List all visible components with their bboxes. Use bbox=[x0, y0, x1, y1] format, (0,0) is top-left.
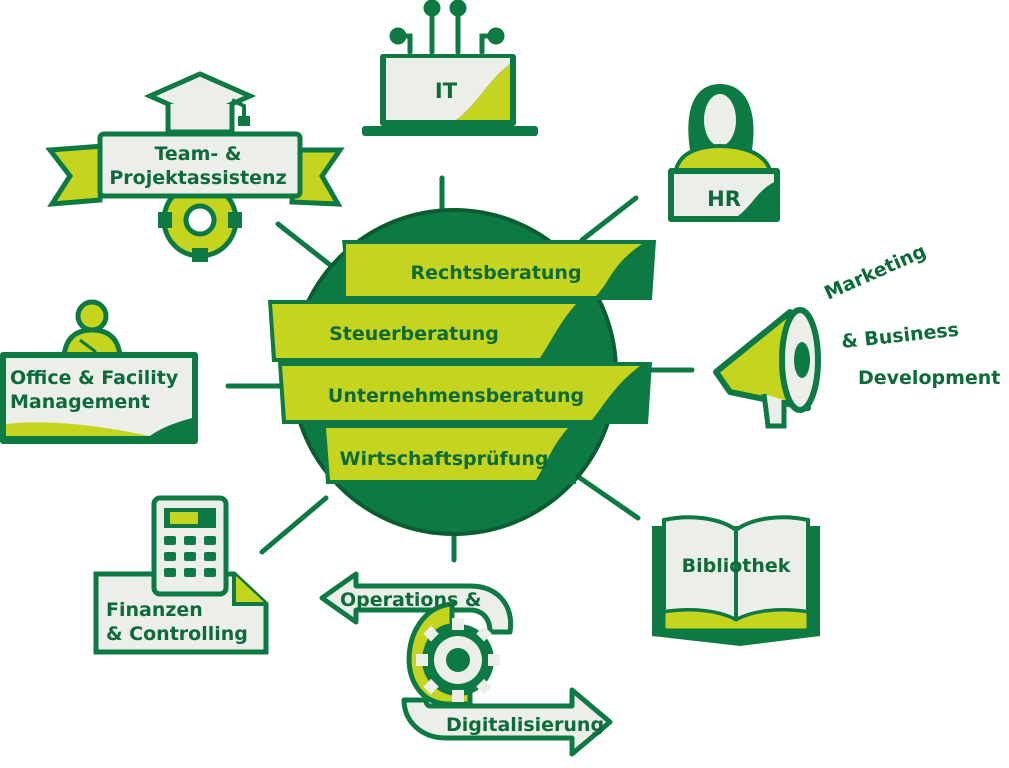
core-label-steuerberatung: Steuerberatung bbox=[329, 323, 499, 345]
office-label-line2: Management bbox=[10, 391, 150, 413]
core-banner-wirtschaftspruefung: Wirtschaftsprüfung bbox=[322, 424, 576, 484]
hr-node: HR bbox=[668, 84, 780, 222]
bibliothek-label: Bibliothek bbox=[682, 555, 791, 577]
team-ribbon bbox=[45, 131, 345, 207]
office-node: Office & Facility Management bbox=[0, 299, 198, 444]
team-label-line2: Projektassistenz bbox=[109, 167, 286, 189]
megaphone-icon bbox=[713, 307, 821, 429]
spokes bbox=[225, 175, 695, 563]
gear-icon bbox=[416, 618, 500, 702]
office-label-line1: Office & Facility bbox=[10, 367, 179, 389]
bibliothek-node: Bibliothek bbox=[652, 515, 820, 646]
it-node: IT bbox=[362, 0, 538, 136]
core-banner-unternehmensberatung: Unternehmensberatung bbox=[278, 362, 652, 424]
finanzen-node: Finanzen & Controlling bbox=[93, 495, 269, 655]
operations-label-line2: Digitalisierung bbox=[446, 714, 604, 736]
core-label-wirtschaftspruefung: Wirtschaftsprüfung bbox=[340, 448, 549, 470]
operations-label-line1: Operations & bbox=[340, 589, 482, 611]
calculator-icon bbox=[151, 495, 229, 597]
marketing-label-line2: & Business bbox=[840, 319, 960, 353]
graduation-cap-icon bbox=[143, 71, 257, 135]
operations-node: Operations & Digitalisierung bbox=[319, 571, 613, 757]
finanzen-label-line1: Finanzen bbox=[106, 599, 203, 621]
hr-label: HR bbox=[707, 187, 741, 211]
core-banner-rechtsberatung: Rechtsberatung bbox=[342, 240, 656, 300]
team-node: Team- & Projektassistenz bbox=[45, 71, 345, 262]
operations-arrow-top bbox=[319, 571, 514, 635]
book-icon bbox=[652, 515, 820, 646]
core-label-rechtsberatung: Rechtsberatung bbox=[410, 262, 581, 284]
marketing-node: Marketing & Business Development bbox=[713, 240, 1000, 429]
person-icon bbox=[61, 299, 123, 359]
marketing-label-line1: Marketing bbox=[821, 240, 929, 304]
person-icon bbox=[673, 84, 773, 172]
team-label-line1: Team- & bbox=[154, 143, 241, 165]
spoke-bibliothek bbox=[577, 475, 641, 521]
marketing-label-line3: Development bbox=[858, 367, 1000, 389]
spoke-hr bbox=[579, 195, 639, 243]
it-monitor-base bbox=[362, 126, 538, 136]
finanzen-label-line2: & Controlling bbox=[106, 623, 248, 645]
spoke-finanzen bbox=[259, 495, 329, 555]
core-banner-steuerberatung: Steuerberatung bbox=[268, 300, 584, 362]
spoke-team bbox=[275, 221, 337, 271]
it-label: IT bbox=[435, 79, 458, 103]
circuit-icon bbox=[389, 0, 505, 55]
operations-arrow-bottom bbox=[401, 687, 613, 757]
core-label-unternehmensberatung: Unternehmensberatung bbox=[328, 385, 584, 407]
